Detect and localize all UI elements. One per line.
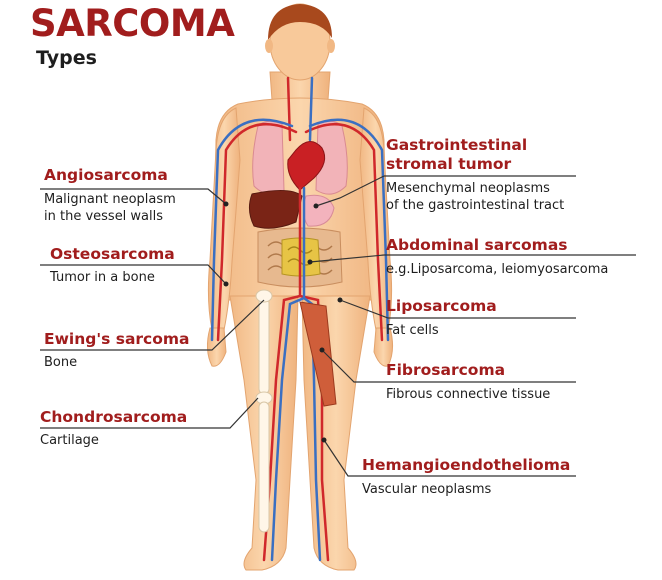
hemangio-desc: Vascular neoplasms bbox=[362, 481, 570, 498]
angiosarcoma-desc-line1: Malignant neoplasm bbox=[44, 191, 176, 208]
gist-desc-line2: of the gastrointestinal tract bbox=[386, 197, 564, 214]
liposarcoma-desc: Fat cells bbox=[386, 322, 497, 339]
label-fibrosarcoma: Fibrosarcoma Fibrous connective tissue bbox=[386, 361, 550, 403]
label-chondrosarcoma: Chondrosarcoma Cartilage bbox=[40, 408, 187, 449]
label-liposarcoma: Liposarcoma Fat cells bbox=[386, 297, 497, 339]
hemangio-title: Hemangioendothelioma bbox=[362, 456, 570, 475]
fibrosarcoma-title: Fibrosarcoma bbox=[386, 361, 550, 380]
liver bbox=[249, 190, 302, 228]
chondrosarcoma-title: Chondrosarcoma bbox=[40, 408, 187, 427]
label-osteosarcoma: Osteosarcoma Tumor in a bone bbox=[50, 245, 175, 286]
liposarcoma-title: Liposarcoma bbox=[386, 297, 497, 316]
ewings-title: Ewing's sarcoma bbox=[44, 330, 190, 349]
label-ewings-sarcoma: Ewing's sarcoma Bone bbox=[44, 330, 190, 371]
angiosarcoma-desc-line2: in the vessel walls bbox=[44, 208, 176, 225]
fibrosarcoma-desc: Fibrous connective tissue bbox=[386, 386, 550, 403]
gist-desc-line1: Mesenchymal neoplasms bbox=[386, 180, 564, 197]
label-hemangioendothelioma: Hemangioendothelioma Vascular neoplasms bbox=[362, 456, 570, 498]
label-abdominal-sarcomas: Abdominal sarcomas e.g.Liposarcoma, leio… bbox=[386, 236, 608, 278]
abdominal-title: Abdominal sarcomas bbox=[386, 236, 608, 255]
gist-title-line2: stromal tumor bbox=[386, 155, 564, 174]
label-angiosarcoma: Angiosarcoma Malignant neoplasm in the v… bbox=[44, 166, 176, 225]
osteosarcoma-desc: Tumor in a bone bbox=[50, 269, 175, 286]
ewings-desc: Bone bbox=[44, 354, 190, 371]
head bbox=[265, 4, 335, 80]
abdominal-desc: e.g.Liposarcoma, leiomyosarcoma bbox=[386, 261, 608, 278]
chondrosarcoma-desc: Cartilage bbox=[40, 432, 187, 449]
label-gist: Gastrointestinal stromal tumor Mesenchym… bbox=[386, 136, 564, 214]
osteosarcoma-title: Osteosarcoma bbox=[50, 245, 175, 264]
gist-title-line1: Gastrointestinal bbox=[386, 136, 564, 155]
angiosarcoma-title: Angiosarcoma bbox=[44, 166, 176, 185]
